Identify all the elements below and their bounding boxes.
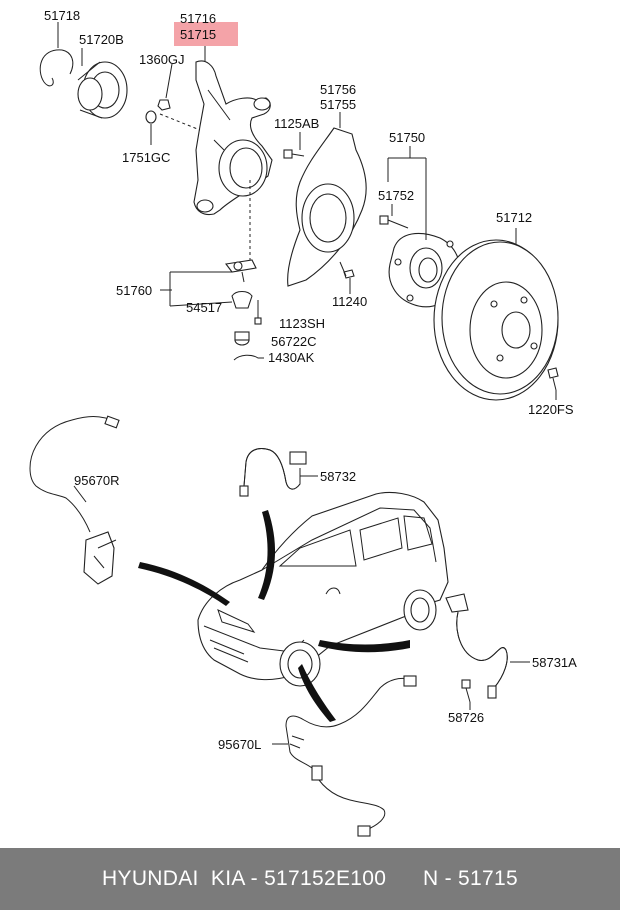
brake-disc-51712[interactable] <box>433 239 559 401</box>
bolt-58726[interactable] <box>461 679 471 703</box>
bearing-51720B[interactable] <box>77 61 128 119</box>
label-95670R: 95670R <box>74 473 120 488</box>
label-51718: 51718 <box>44 8 80 23</box>
snap-ring-51718[interactable] <box>39 49 74 87</box>
label-1125AB: 1125AB <box>274 116 319 131</box>
leader-swoosh-3 <box>318 640 410 653</box>
label-51712: 51712 <box>496 210 532 225</box>
leader-swoosh-2 <box>258 510 276 600</box>
label-95670L: 95670L <box>218 737 261 752</box>
steering-knuckle-51715[interactable] <box>193 60 273 216</box>
abs-sensor-95670R[interactable] <box>29 415 120 585</box>
abs-sensor-95670L[interactable] <box>285 675 417 837</box>
leader-swoosh-1 <box>138 562 230 606</box>
nut-56722C[interactable] <box>234 331 250 346</box>
brake-hose-58731A[interactable] <box>445 593 508 699</box>
label-58732: 58732 <box>320 469 356 484</box>
label-1123SH: 1123SH <box>279 316 325 331</box>
label-11240: 11240 <box>332 294 367 309</box>
label-51756: 51756 <box>320 82 356 97</box>
footer-diagram-number: N - 51715 <box>423 867 518 890</box>
boot-54517[interactable] <box>231 290 253 309</box>
screw-1220FS[interactable] <box>547 367 559 391</box>
label-56722C: 56722C <box>271 334 317 349</box>
label-1430AK: 1430AK <box>268 350 315 365</box>
label-51715: 51715 <box>180 27 216 42</box>
label-51752: 51752 <box>378 188 414 203</box>
label-51755: 51755 <box>320 97 356 112</box>
label-58731A: 58731A <box>532 655 577 670</box>
nut-1360GJ[interactable] <box>157 99 171 111</box>
label-1360GJ: 1360GJ <box>139 52 185 67</box>
label-51716: 51716 <box>180 11 216 26</box>
label-51720B: 51720B <box>79 32 124 47</box>
hub-bolt-51752[interactable] <box>379 215 409 229</box>
cotter-pin-1430AK[interactable] <box>233 354 264 361</box>
label-1220FS: 1220FS <box>528 402 574 417</box>
footer-bar: HYUNDAI KIA - 517152E100 N - 51715 <box>0 848 620 910</box>
label-58726: 58726 <box>448 710 484 725</box>
footer-spacer <box>386 867 423 891</box>
parts-diagram: 51718 51720B 51716 51715 1360GJ 1751GC 5… <box>29 8 577 837</box>
leader-swoosh-4 <box>298 664 336 722</box>
label-1751GC: 1751GC <box>122 150 170 165</box>
dust-shield-51755[interactable] <box>287 127 367 287</box>
ball-joint-51760[interactable] <box>225 259 257 283</box>
bolt-1125AB[interactable] <box>283 149 305 159</box>
brake-hose-58732[interactable] <box>239 448 307 497</box>
washer-1751GC[interactable] <box>145 110 157 124</box>
label-51750: 51750 <box>389 130 425 145</box>
bolt-1123SH[interactable] <box>254 300 262 325</box>
bolt-11240[interactable] <box>339 261 355 279</box>
footer-part-number: HYUNDAI KIA - 517152E100 <box>102 867 387 890</box>
highlight-box <box>174 22 238 46</box>
vehicle-illustration <box>197 491 449 687</box>
label-54517: 54517 <box>186 300 222 315</box>
label-51760: 51760 <box>116 283 152 298</box>
